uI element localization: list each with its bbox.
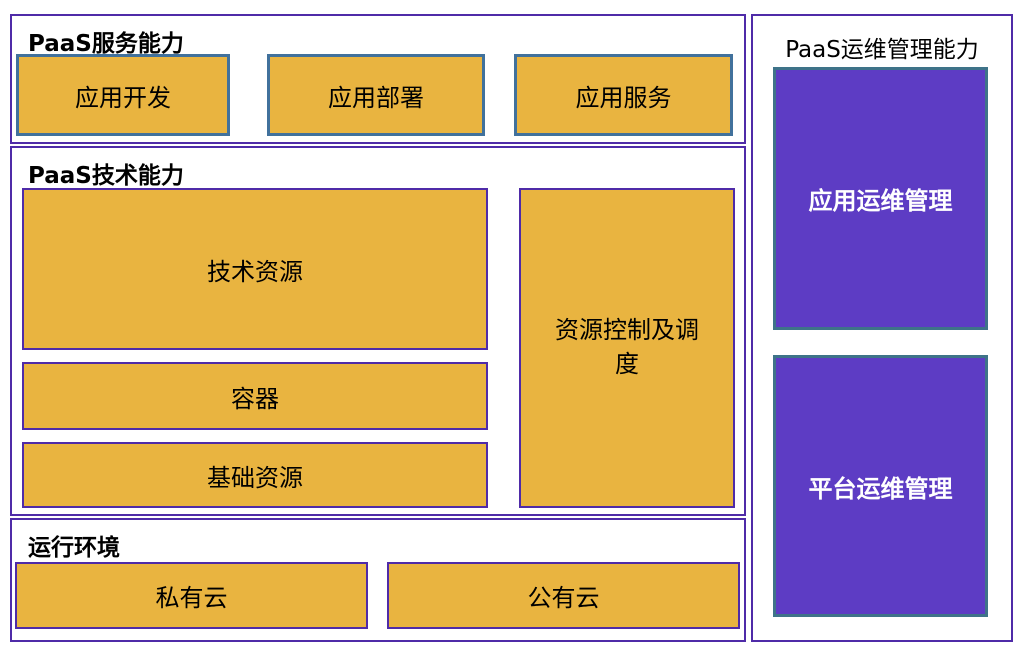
box-resource-control-scheduling: 资源控制及调度: [519, 188, 735, 508]
box-label: 基础资源: [207, 463, 303, 492]
box-label: 应用服务: [575, 83, 672, 112]
box-app-development: 应用开发: [16, 54, 230, 136]
box-label: 私有云: [155, 584, 228, 612]
box-label: 应用部署: [328, 83, 424, 112]
box-label: 应用开发: [75, 83, 171, 112]
box-app-deployment: 应用部署: [267, 54, 485, 136]
section-paas-service-capability: PaaS服务能力 应用开发 应用部署 应用服务: [10, 14, 746, 144]
box-label: 公有云: [527, 584, 600, 612]
section-title-paas-service: PaaS服务能力: [28, 31, 184, 57]
box-base-resources: 基础资源: [22, 442, 488, 508]
section-title-runtime: 运行环境: [28, 535, 120, 561]
section-title-paas-tech: PaaS技术能力: [28, 163, 184, 189]
section-runtime-environment: 运行环境 私有云 公有云: [10, 518, 746, 642]
box-label: 应用运维管理: [808, 187, 953, 215]
box-label: 平台运维管理: [808, 474, 953, 503]
box-label: 资源控制及调度: [555, 316, 699, 378]
box-public-cloud: 公有云: [387, 562, 740, 629]
box-private-cloud: 私有云: [15, 562, 368, 629]
section-title-paas-ops: PaaS运维管理能力: [785, 37, 979, 63]
box-platform-ops-management: 平台运维管理: [773, 355, 988, 617]
box-container: 容器: [22, 362, 488, 430]
section-paas-ops-management-capability: PaaS运维管理能力 应用运维管理 平台运维管理: [751, 14, 1013, 642]
box-app-service: 应用服务: [514, 54, 733, 136]
box-app-ops-management: 应用运维管理: [773, 67, 988, 330]
box-label: 技术资源: [207, 257, 303, 286]
box-tech-resources: 技术资源: [22, 188, 488, 350]
box-label: 容器: [231, 384, 279, 413]
section-paas-tech-capability: PaaS技术能力 技术资源 容器 基础资源 资源控制及调度: [10, 146, 746, 516]
